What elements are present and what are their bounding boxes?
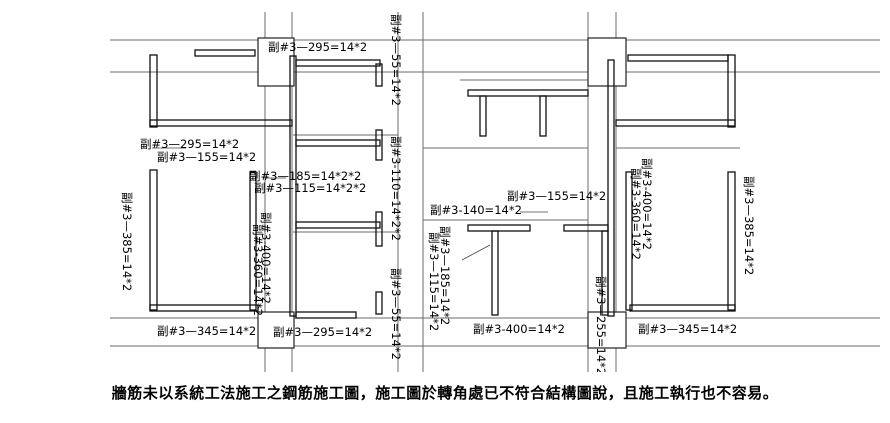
label-185: 副#3—185=14*2*2 xyxy=(249,169,361,183)
label-r-400-bot: 副#3-400=14*2 xyxy=(473,322,565,336)
rebar-labels: 副#3—295=14*2 副#3—55=14*2 副#3—295=14*2 副#… xyxy=(120,14,756,372)
label-bot-295: 副#3—295=14*2 xyxy=(273,325,372,339)
label-top-55: 副#3—55=14*2 xyxy=(389,14,403,106)
label-top-295: 副#3—295=14*2 xyxy=(268,40,367,54)
label-r-185: 副#3—185=14*2 xyxy=(438,226,452,325)
label-r-255: 副#3—255=14*2 xyxy=(594,276,608,372)
label-mid-295: 副#3—295=14*2 xyxy=(140,137,239,151)
label-r-360: 副#3-360=14*2 xyxy=(629,168,643,260)
label-r-385: 副#3—385=14*2 xyxy=(742,176,756,275)
label-r-400: 副#3-400=14*2 xyxy=(640,158,654,250)
label-r-140: 副#3-140=14*2 xyxy=(430,203,522,217)
label-400-left: 副#3-400=14*2 xyxy=(259,212,273,304)
label-360-left: 副#3-360=14*2 xyxy=(251,224,265,316)
rebar-plan-drawing: 副#3—295=14*2 副#3—55=14*2 副#3—295=14*2 副#… xyxy=(110,12,880,372)
label-mid-155: 副#3—155=14*2 xyxy=(157,150,256,164)
label-r-115: 副#3—115=14*2 xyxy=(427,232,441,331)
column-blocks xyxy=(257,37,627,349)
leader-lines xyxy=(152,147,548,261)
rebar-bars xyxy=(149,49,736,319)
label-bot-345: 副#3—345=14*2 xyxy=(157,324,256,338)
label-110: 副#3-110=14*2*2 xyxy=(389,136,403,241)
label-left-385: 副#3—385=14*2 xyxy=(120,192,134,291)
label-r-345: 副#3—345=14*2 xyxy=(638,322,737,336)
label-bot-55: 副#3—55=14*2 xyxy=(389,268,403,360)
gridlines xyxy=(110,12,880,372)
label-115: 副#3—115=14*2*2 xyxy=(254,181,366,195)
figure-caption: 牆筋未以系統工法施工之鋼筋施工圖，施工圖於轉角處已不符合結構圖說，且施工執行也不… xyxy=(111,384,779,402)
label-r-155: 副#3—155=14*2 xyxy=(507,189,606,203)
